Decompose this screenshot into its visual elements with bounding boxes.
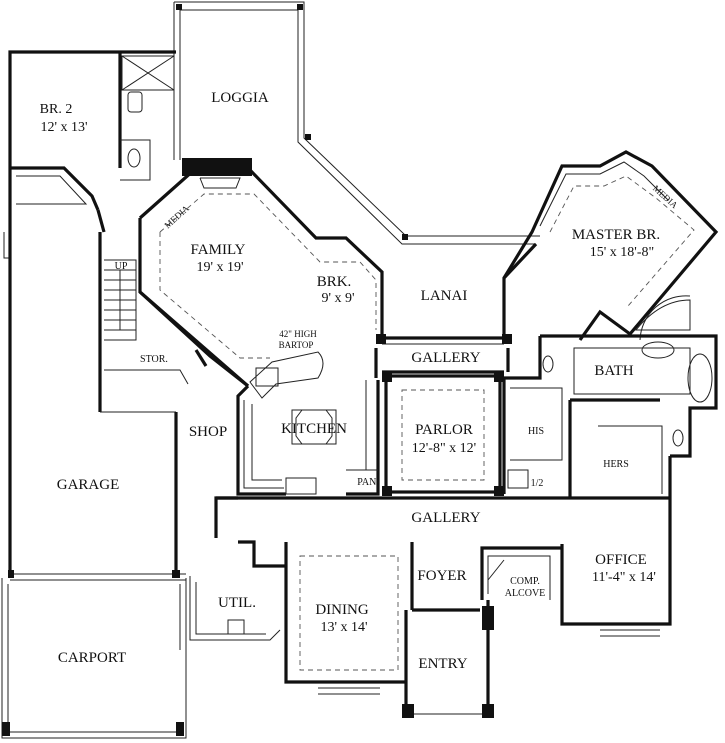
room-labels: BR. 2 12' x 13' LOGGIA MEDIA FAMILY 19' …	[40, 90, 680, 672]
stairs-up-label: UP	[115, 261, 128, 272]
bartop-line1: 42" HIGH	[279, 329, 317, 339]
office-walls	[560, 456, 672, 637]
comp-alcove-walls	[480, 546, 562, 600]
bedroom-2-walls	[3, 50, 176, 259]
foyer-dining-entry-walls	[284, 542, 494, 718]
brk-name: BRK.	[317, 274, 352, 290]
carport-name: CARPORT	[58, 650, 126, 666]
office-name: OFFICE	[595, 552, 647, 568]
media-left-name: MEDIA	[162, 203, 191, 231]
br2-name: BR. 2	[40, 102, 73, 117]
bartop-line2: BARTOP	[279, 340, 314, 350]
comp-alcove-line1: COMP.	[510, 576, 540, 587]
shop-util-walls	[189, 496, 670, 641]
family-room-walls	[138, 158, 384, 388]
kitchen-walls	[236, 351, 380, 496]
his-name: HIS	[528, 426, 544, 437]
stor-name: STOR.	[140, 354, 168, 365]
half-bath-name: 1/2	[531, 478, 544, 489]
gallery-top-name: GALLERY	[411, 350, 480, 366]
kitchen-name: KITCHEN	[281, 421, 347, 437]
lanai-name: LANAI	[421, 288, 468, 304]
parlor-walls	[382, 372, 504, 496]
loggia-name: LOGGIA	[211, 90, 269, 106]
carport-outline	[1, 578, 187, 739]
lanai-gallery-top	[374, 242, 538, 378]
loggia-outline	[173, 1, 540, 245]
bath-name: BATH	[594, 363, 633, 379]
garage-name: GARAGE	[57, 477, 120, 493]
foyer-name: FOYER	[417, 568, 466, 584]
garage-walls	[8, 232, 186, 581]
util-name: UTIL.	[218, 595, 256, 611]
pan-name: PAN.	[357, 477, 379, 488]
br2-size: 12' x 13'	[40, 120, 87, 135]
entry-name: ENTRY	[418, 656, 467, 672]
bath-walls	[502, 334, 718, 498]
parlor-name: PARLOR	[415, 422, 473, 438]
stairs	[98, 232, 249, 412]
master-name: MASTER BR.	[572, 227, 660, 243]
dining-name: DINING	[315, 602, 368, 618]
master-bedroom-walls	[502, 150, 719, 341]
family-name: FAMILY	[191, 242, 246, 258]
gallery-bottom-name: GALLERY	[411, 510, 480, 526]
shop-name: SHOP	[189, 424, 227, 440]
office-size: 11'-4" x 14'	[592, 570, 656, 585]
master-size: 15' x 18'-8"	[590, 245, 654, 260]
hers-name: HERS	[603, 459, 629, 470]
dining-size: 13' x 14'	[320, 620, 367, 635]
brk-size: 9' x 9'	[321, 291, 354, 306]
comp-alcove-line2: ALCOVE	[505, 588, 546, 599]
family-size: 19' x 19'	[196, 260, 243, 275]
parlor-size: 12'-8" x 12'	[412, 441, 476, 456]
